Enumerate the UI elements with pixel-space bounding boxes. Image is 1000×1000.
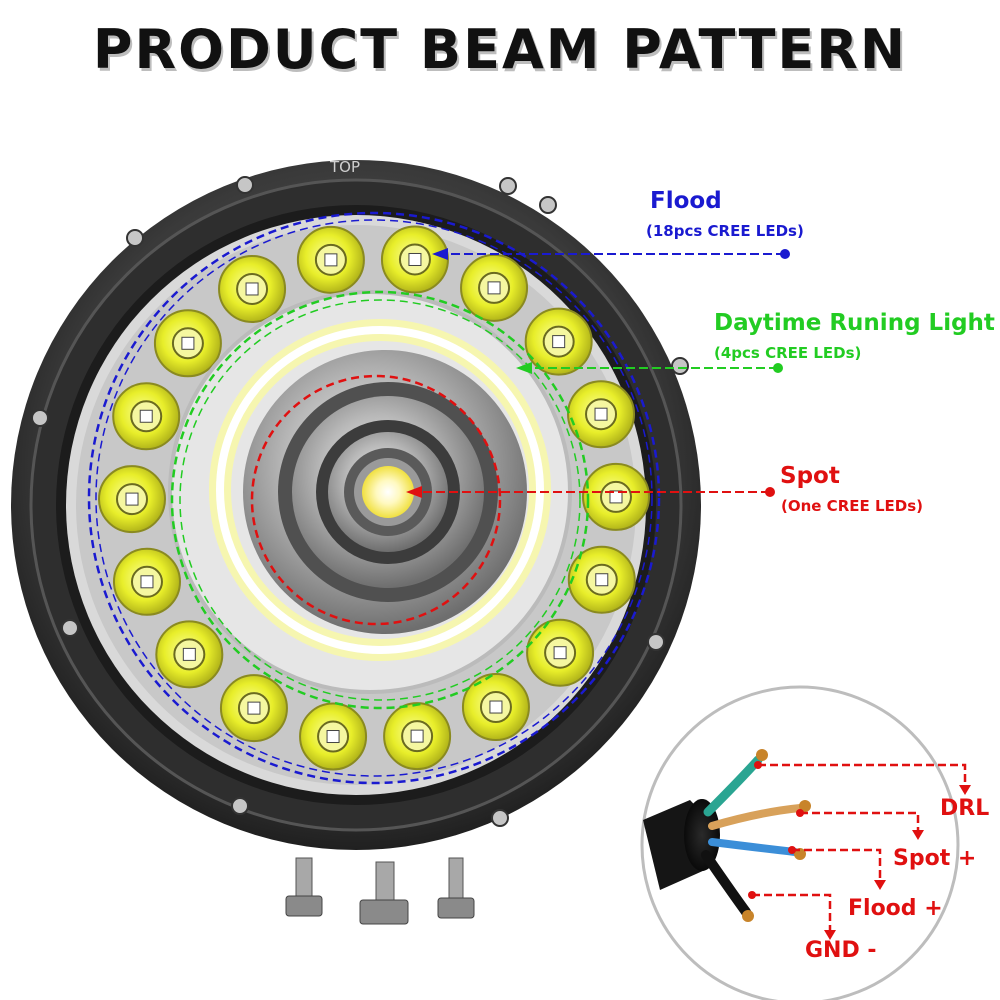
wiring-diagram	[640, 685, 971, 1000]
flood-led	[380, 225, 449, 294]
drl-label: Daytime Runing Light	[714, 310, 995, 336]
flood-sublabel: (18pcs CREE LEDs)	[646, 222, 804, 240]
flood-led	[460, 253, 529, 322]
wire-label-drl: DRL	[940, 796, 990, 821]
flood-led	[524, 307, 593, 376]
flood-led	[153, 309, 222, 378]
flood-led	[155, 620, 224, 689]
spot-outline	[250, 374, 502, 626]
flood-led	[218, 254, 287, 323]
flood-outline	[87, 211, 661, 785]
flood-led	[567, 545, 636, 614]
flood-led	[461, 673, 530, 742]
flood-led	[567, 380, 636, 449]
flood-led	[383, 702, 452, 771]
wire-label-flood: Flood +	[848, 896, 943, 921]
rim-screws	[31, 176, 689, 827]
flood-led-ring	[98, 225, 650, 771]
drl-outline	[170, 290, 590, 710]
flood-led	[112, 382, 181, 451]
spot-led	[362, 466, 414, 518]
flood-led	[219, 674, 288, 743]
page-title: PRODUCT BEAM PATTERN	[92, 18, 908, 81]
wire-label-spot: Spot +	[893, 846, 977, 871]
callout-lines	[406, 248, 790, 498]
flood-label: Flood	[650, 188, 722, 214]
flood-led	[581, 462, 650, 531]
top-mark: TOP	[329, 158, 360, 176]
flood-led	[526, 618, 595, 687]
flood-led	[299, 702, 368, 771]
spot-label: Spot	[780, 463, 840, 489]
flood-led	[98, 465, 167, 534]
wire-label-gnd: GND -	[805, 938, 877, 963]
flood-led	[112, 547, 181, 616]
mounting-bolts	[285, 857, 475, 925]
flood-led	[296, 225, 365, 294]
spot-sublabel: (One CREE LEDs)	[781, 497, 923, 515]
drl-sublabel: (4pcs CREE LEDs)	[714, 344, 862, 362]
